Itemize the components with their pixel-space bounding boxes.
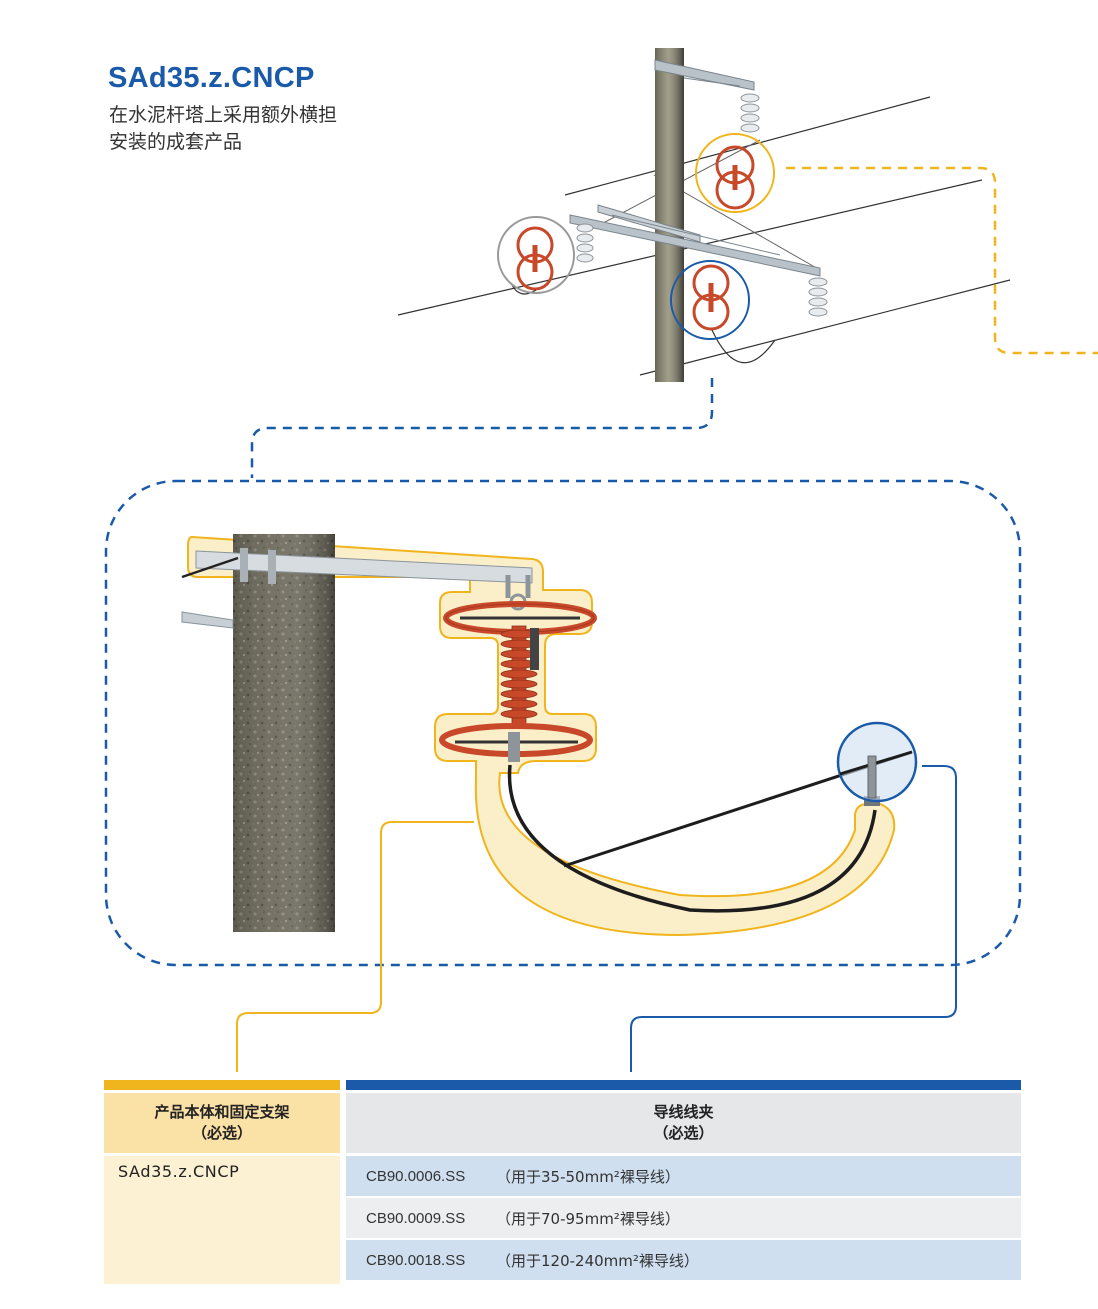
highlight-circle-yellow [695,133,775,213]
table-row: CB90.0018.SS （用于120-240mm²裸导线） [346,1240,1021,1280]
crossarm-icon [195,550,533,584]
insulator-icon [500,625,538,725]
clamp-description: （用于120-240mm²裸导线） [496,1251,699,1270]
subtitle-line-1: 在水泥杆塔上采用额外横担 [109,104,338,126]
conductor-wire-3 [639,279,1011,376]
table-row: CB90.0006.SS （用于35-50mm²裸导线） [346,1156,1021,1196]
overview-scene [397,48,1011,382]
insulator-icon [516,145,755,331]
connector-blue-solid [630,765,957,1072]
connector-yellow-dashed [786,166,1098,355]
clamp-code: CB90.0009.SS [366,1209,466,1227]
header-conductor-clamp-line1: 导线线夹 [653,1103,714,1121]
spec-table: 产品本体和固定支架 （必选） 导线线夹 （必选） SAd35.z.CNCP CB… [104,1080,1021,1284]
page-title: SAd35.z.CNCP [108,62,315,94]
column-accent-bar-blue [346,1080,1021,1090]
header-conductor-clamp: 导线线夹 （必选） [346,1093,1021,1153]
subtitle-line-2: 安装的成套产品 [109,131,243,153]
header-product-body-line2: （必选） [191,1124,252,1142]
clamp-description: （用于35-50mm²裸导线） [496,1167,680,1186]
clamp-description: （用于70-95mm²裸导线） [496,1209,680,1228]
product-code: SAd35.z.CNCP [118,1162,240,1181]
crossarm-icon [654,59,755,91]
highlight-circle-blue [670,260,750,340]
conductor-wire-1 [564,96,931,196]
insulator-icon [576,93,828,317]
highlight-circle-gray [497,216,575,294]
crossarm-icon [569,214,821,277]
header-conductor-clamp-line2: （必选） [653,1124,714,1142]
header-product-body-line1: 产品本体和固定支架 [154,1103,290,1121]
detail-scene [181,534,918,937]
lead-cable [507,764,877,913]
connector-yellow-solid [236,821,474,1072]
connector-blue-dashed [250,378,714,478]
table-row: CB90.0009.SS （用于70-95mm²裸导线） [346,1198,1021,1238]
product-highlight [187,535,896,937]
detail-frame [104,479,1022,967]
header-product-body: 产品本体和固定支架 （必选） [104,1093,340,1153]
installation-illustration [104,48,1098,1072]
column-accent-bar-yellow [104,1080,340,1090]
clamp-code: CB90.0018.SS [366,1251,466,1269]
product-code-cell: SAd35.z.CNCP [104,1156,340,1284]
clamp-code: CB90.0006.SS [366,1167,466,1185]
